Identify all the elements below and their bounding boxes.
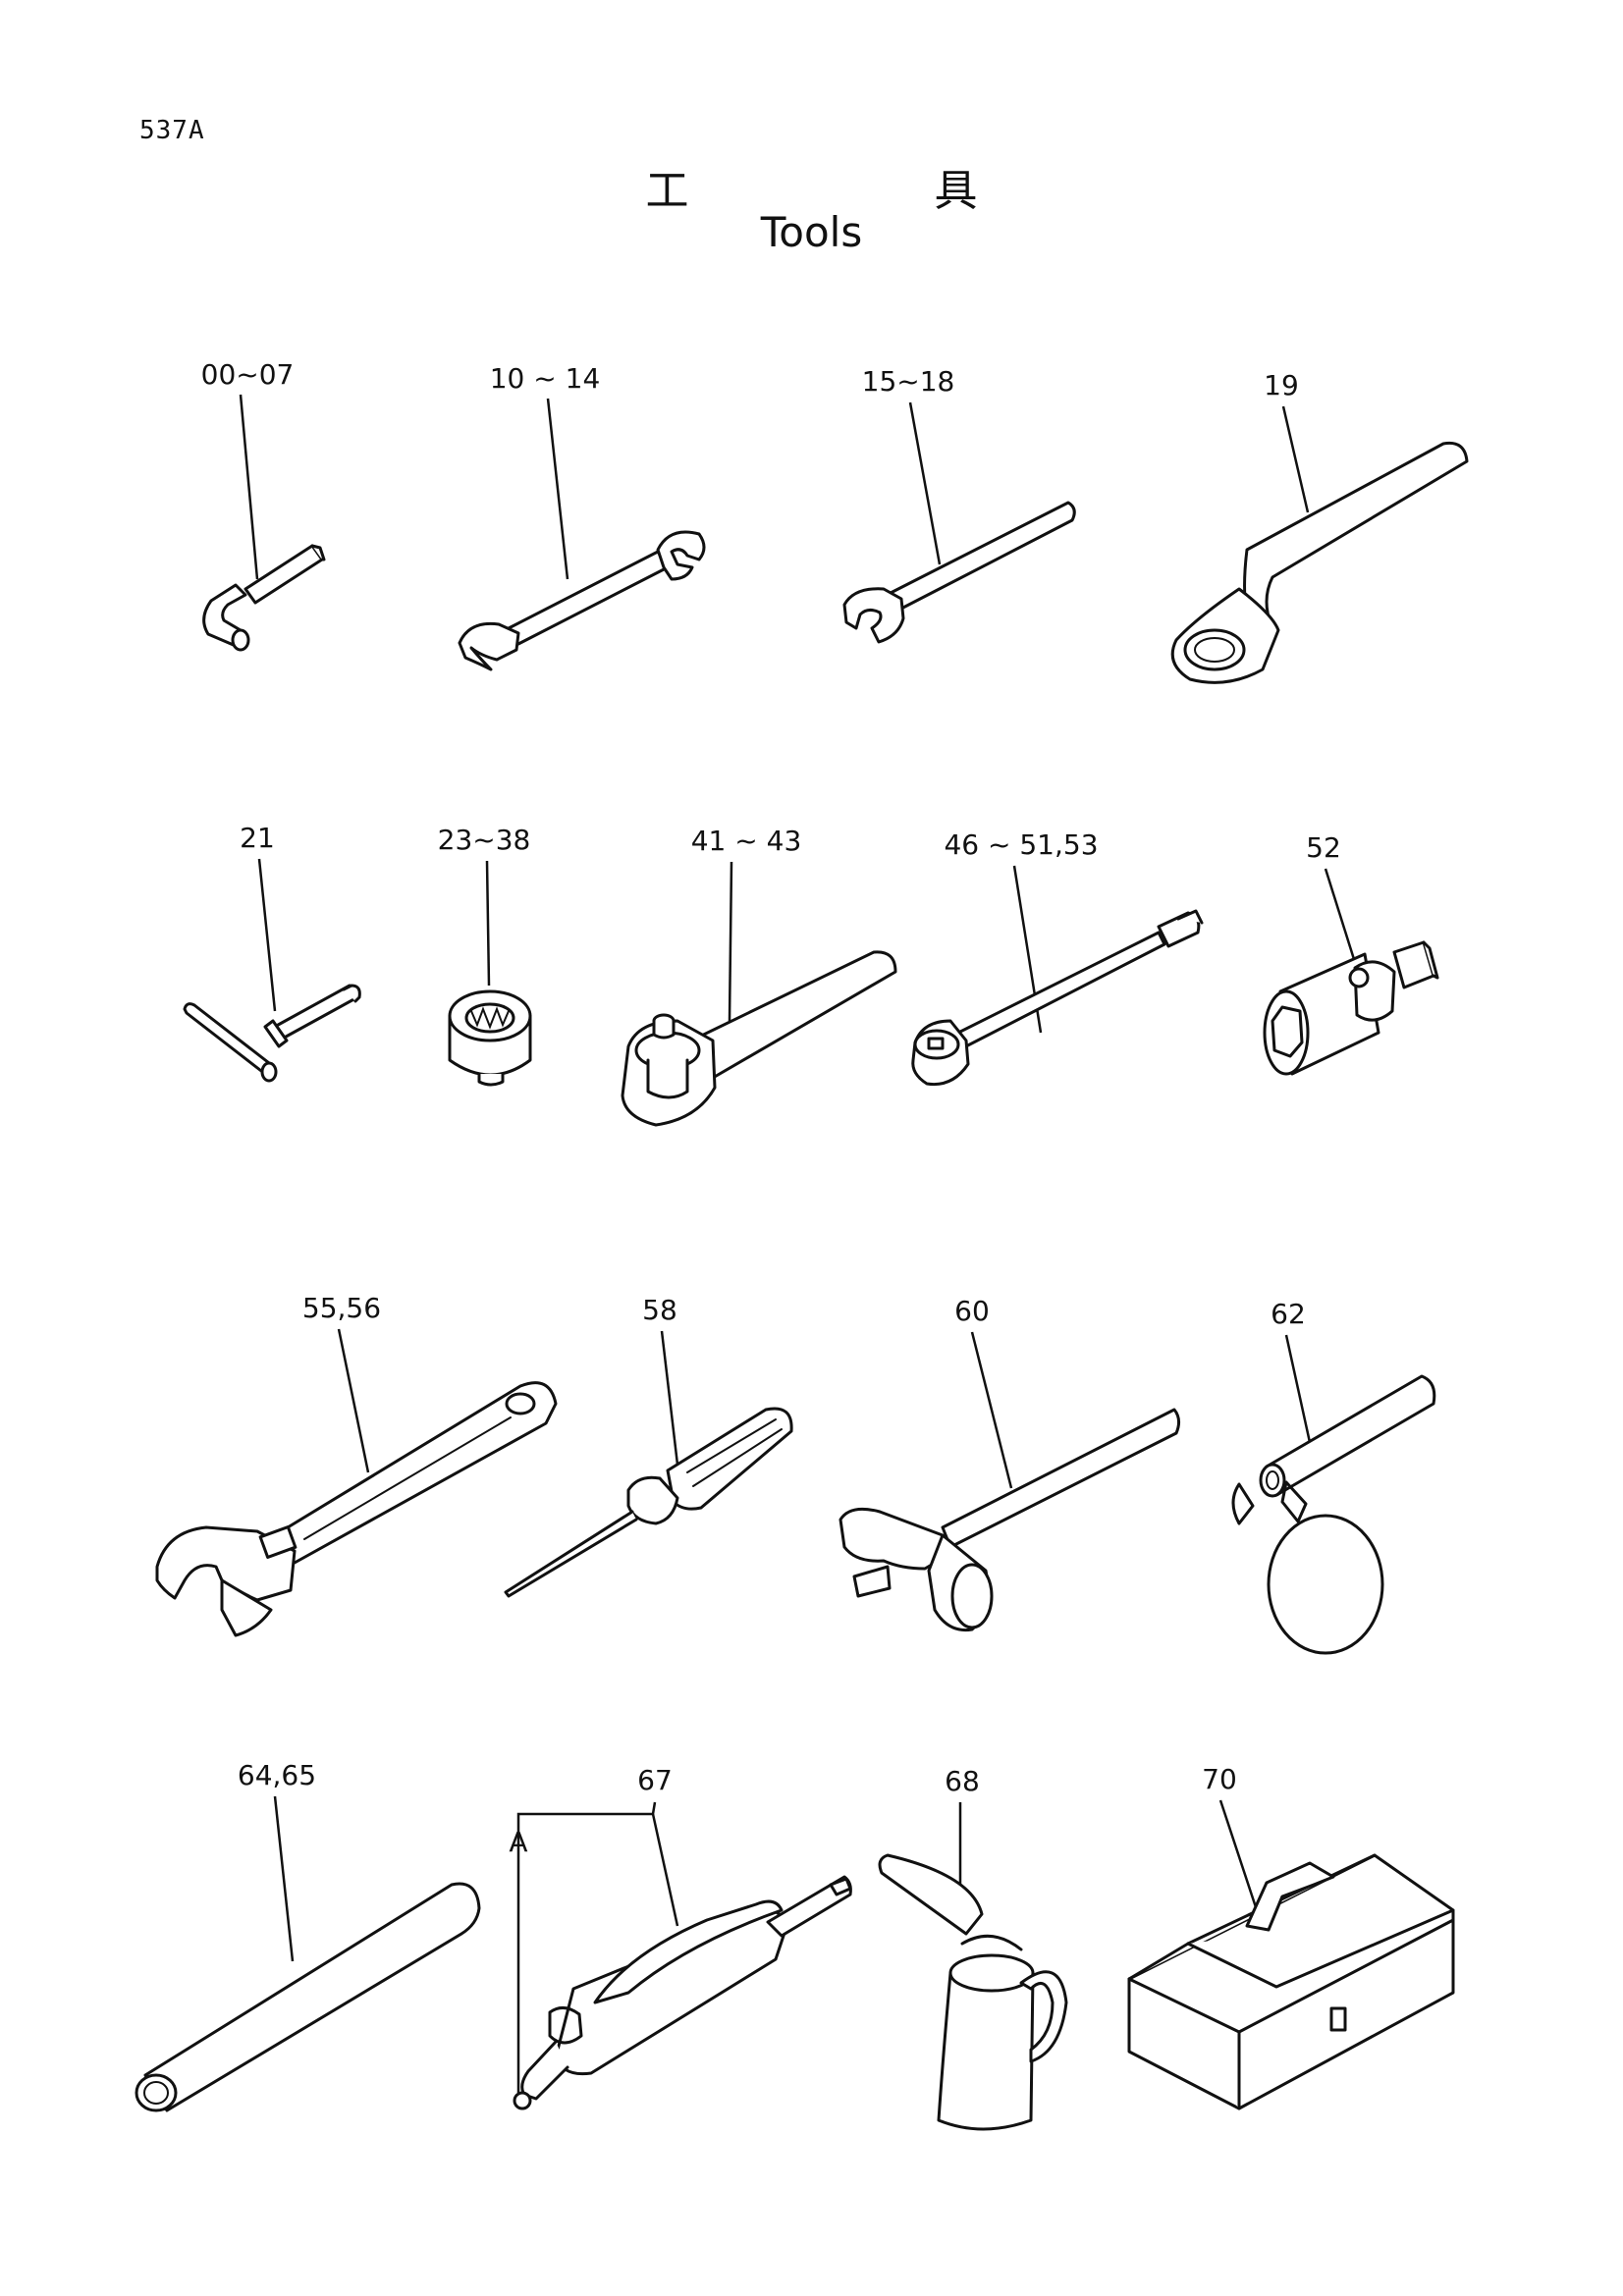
page-title: Tools	[760, 208, 863, 256]
tool-label: 10 ~ 14	[490, 362, 601, 395]
tool-filter-wrench: 62	[1231, 1298, 1436, 1655]
extension-bar-icon	[911, 909, 1204, 1087]
tool-label: 64,65	[238, 1759, 316, 1791]
tool-hex-key: 00~07	[201, 358, 326, 652]
single-open-end-wrench-icon	[842, 501, 1076, 644]
tool-label: 41 ~ 43	[691, 825, 802, 857]
tool-tool-box: 70	[1127, 1763, 1455, 2110]
tool-hammer: 60	[839, 1295, 1181, 1632]
tool-pipe: 64,65	[135, 1759, 481, 2112]
tool-label: 68	[945, 1765, 980, 1797]
page-code: 537A	[139, 116, 205, 145]
tool-box-icon	[1127, 1853, 1455, 2110]
tool-label: 52	[1306, 831, 1341, 864]
t-handle-wrench-icon	[183, 984, 361, 1083]
tool-universal-joint: 52	[1263, 831, 1439, 1076]
oil-can-icon	[878, 1853, 1068, 2131]
screwdriver-icon	[504, 1407, 793, 1598]
pipe-icon	[135, 1882, 481, 2112]
tool-label: 58	[642, 1294, 677, 1326]
tool-ratchet-handle: 41 ~ 43	[621, 825, 897, 1127]
tool-extension-bar: 46 ~ 51,53	[911, 828, 1204, 1087]
tool-label: 55,56	[302, 1292, 381, 1324]
hammer-icon	[839, 1408, 1181, 1632]
tool-label: 15~18	[862, 365, 955, 398]
grease-gun-icon	[513, 1875, 852, 2110]
socket-icon	[448, 989, 532, 1087]
offset-ring-wrench-icon	[1170, 441, 1469, 684]
hex-key-icon	[202, 544, 326, 652]
tool-offset-ring-wrench: 19	[1170, 369, 1469, 684]
adjustable-wrench-icon	[155, 1381, 558, 1637]
tool-label: 23~38	[438, 824, 531, 856]
callout-a: A	[509, 1826, 527, 1858]
tool-socket: 23~38	[438, 824, 532, 1087]
double-open-end-wrench-icon	[458, 530, 706, 671]
title-japanese: 工具	[645, 166, 1223, 216]
tool-label: 62	[1271, 1298, 1306, 1330]
ratchet-handle-icon	[621, 950, 897, 1127]
tool-adjustable-wrench: 55,56	[155, 1292, 558, 1637]
tool-label: 60	[954, 1295, 990, 1327]
tool-t-handle-wrench: 21	[183, 822, 361, 1083]
tool-label: 70	[1202, 1763, 1237, 1795]
tool-label: 21	[240, 822, 275, 854]
tool-screwdriver: 58	[504, 1294, 793, 1598]
tool-label: 67	[637, 1764, 673, 1796]
tool-single-open-end-wrench: 15~18	[842, 365, 1076, 644]
tool-oil-can: 68	[878, 1765, 1068, 2131]
tool-label: 46 ~ 51,53	[944, 828, 1098, 861]
tool-double-open-end-wrench: 10 ~ 14	[458, 362, 706, 671]
universal-joint-icon	[1263, 940, 1439, 1076]
filter-wrench-icon	[1231, 1374, 1436, 1655]
tool-label: 19	[1264, 369, 1299, 401]
tool-grease-gun: 67 A	[509, 1764, 852, 2110]
tool-label: 00~07	[201, 358, 295, 391]
